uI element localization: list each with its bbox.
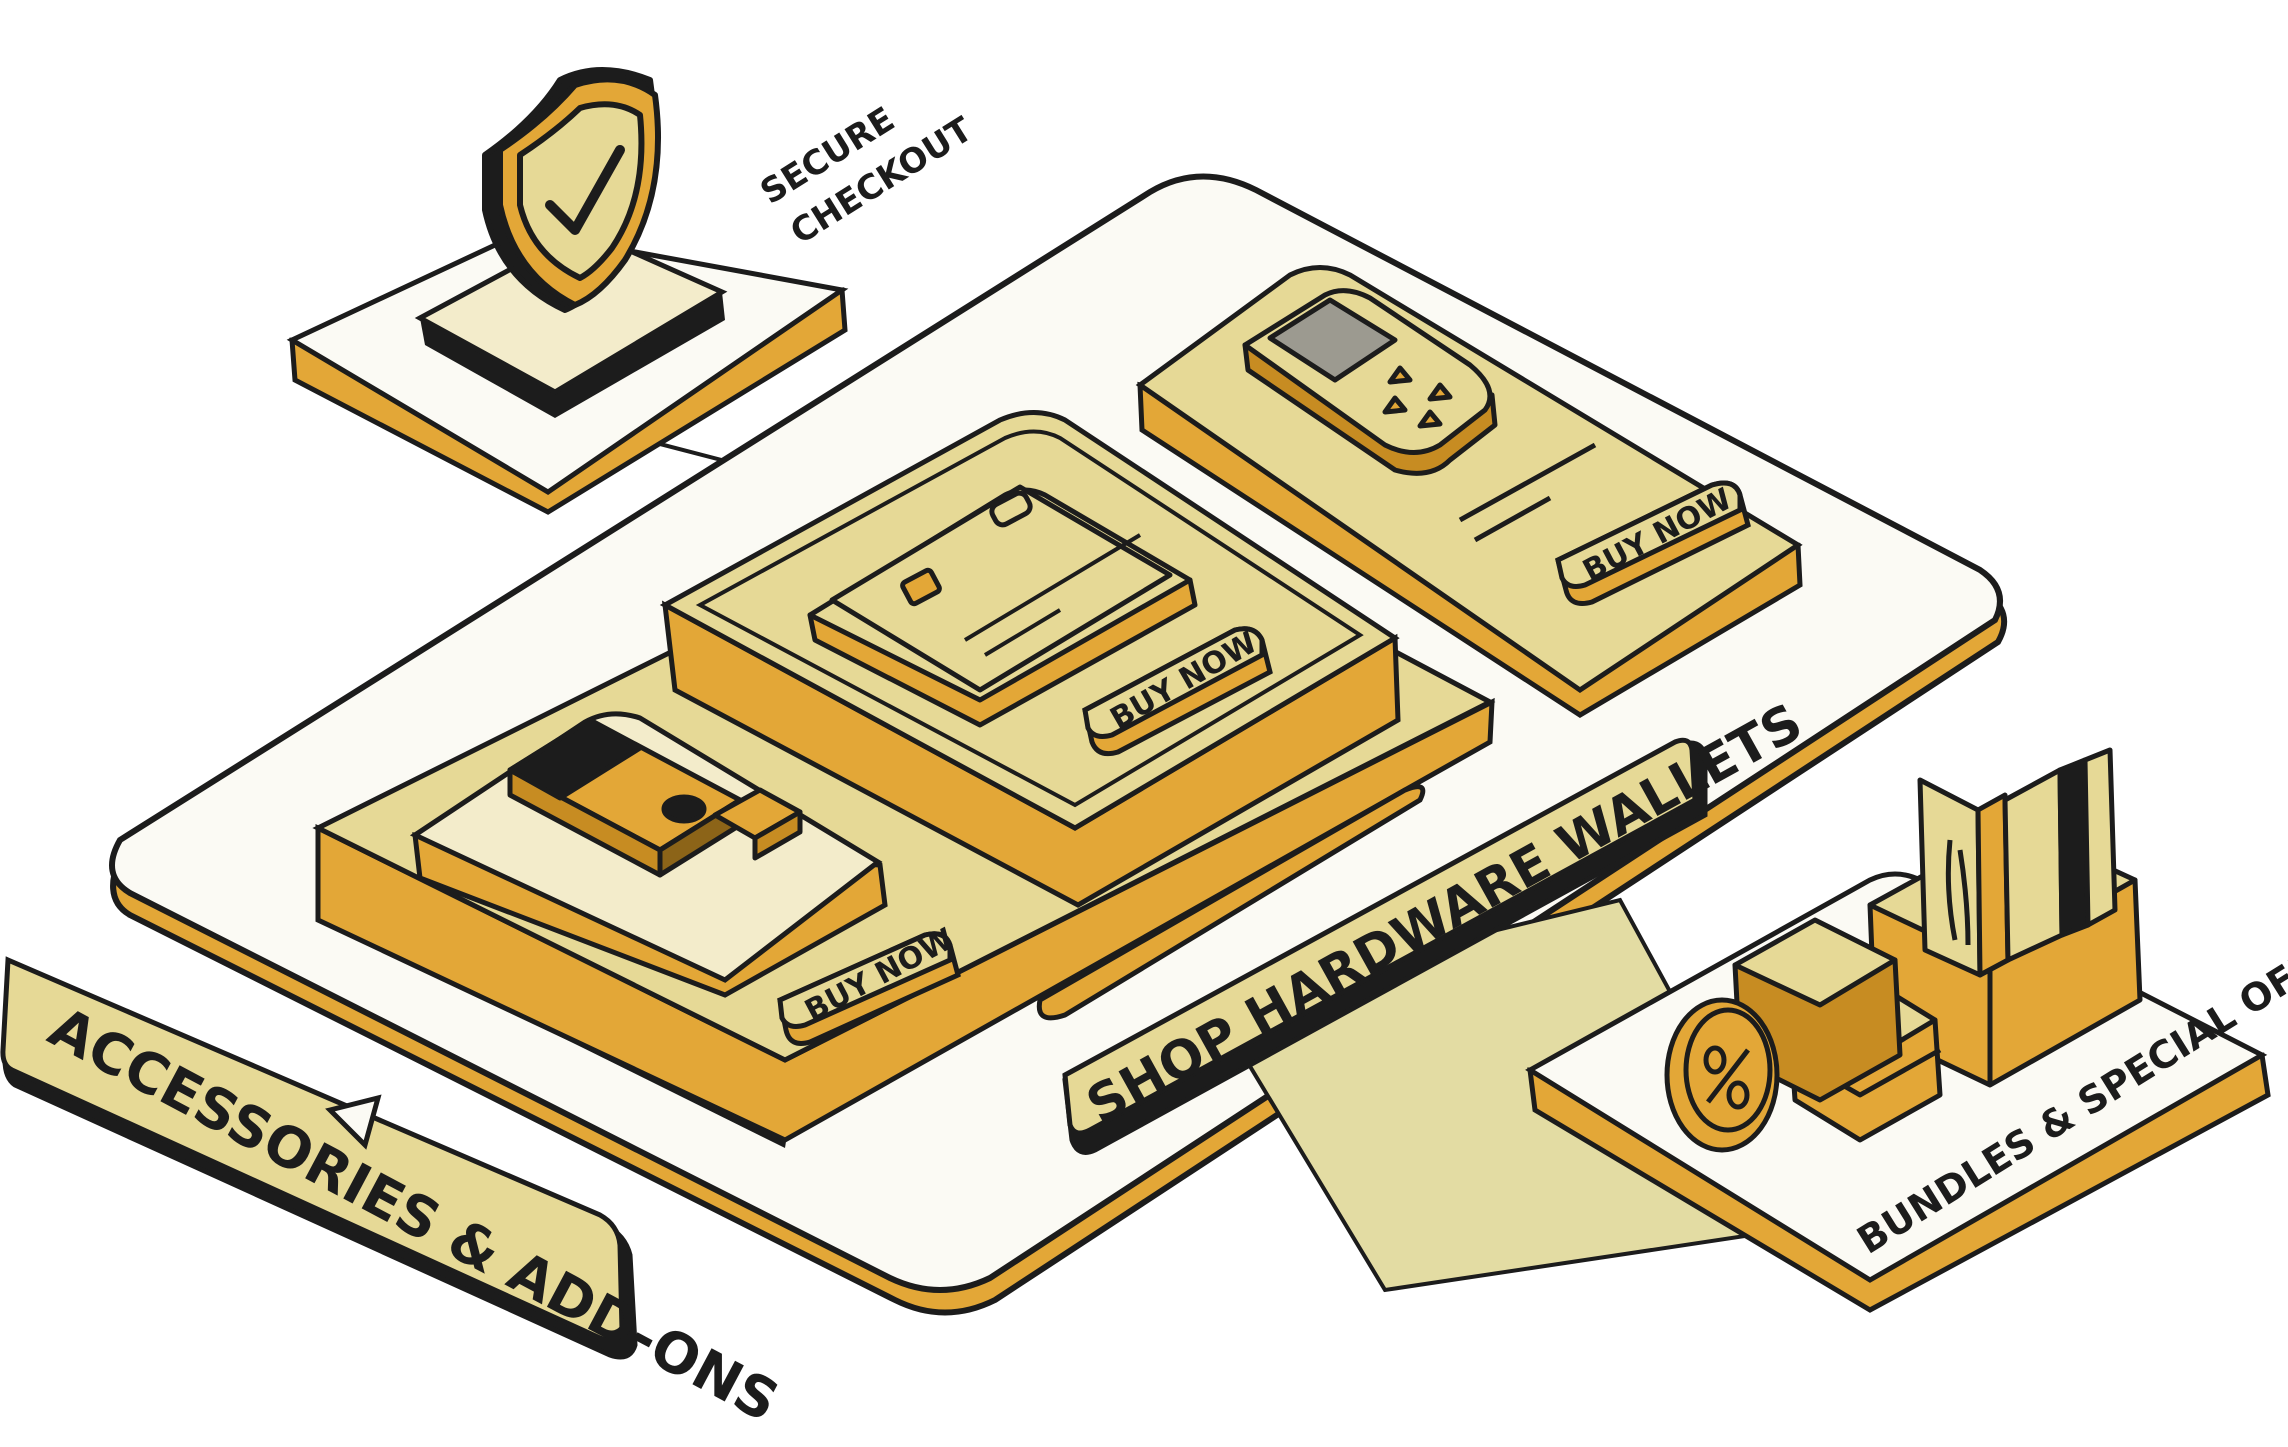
shield-check-icon [482,67,661,313]
smart-card-icon [807,484,1198,728]
usb-wallet-buy-button[interactable]: BUY NOW [777,922,961,1046]
percent-badge-icon [1664,917,1943,1153]
handheld-device-icon [1242,288,1498,476]
usb-stick-icon [507,717,803,878]
